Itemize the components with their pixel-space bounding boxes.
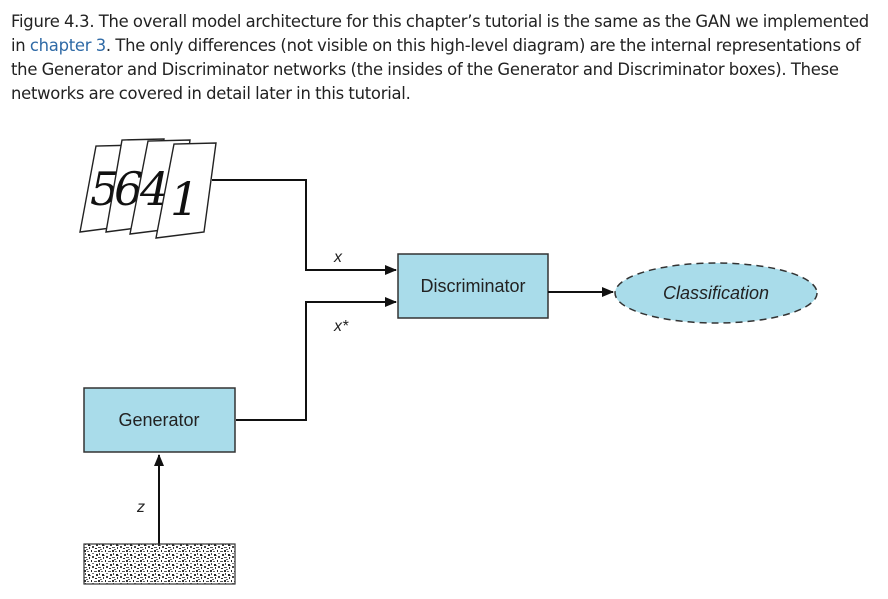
real-images-stack: 5 6 4 1 bbox=[79, 138, 217, 239]
fake-data-connector bbox=[236, 297, 397, 421]
caption-lead: Figure 4.3. The overall model architectu… bbox=[11, 12, 869, 55]
classification-oval: Classification bbox=[614, 262, 818, 324]
discriminator-box: Discriminator bbox=[397, 253, 549, 319]
caption-tail: . The only differences (not visible on t… bbox=[11, 36, 861, 103]
figure-caption: Figure 4.3. The overall model architectu… bbox=[11, 10, 881, 106]
digit-1: 1 bbox=[170, 172, 199, 226]
chapter-link[interactable]: chapter 3 bbox=[29, 36, 106, 55]
generator-box: Generator bbox=[83, 387, 236, 453]
digit-card-4: 1 bbox=[155, 142, 217, 239]
generator-label: Generator bbox=[118, 410, 199, 430]
random-noise-box bbox=[83, 543, 236, 585]
discriminator-label: Discriminator bbox=[420, 276, 525, 296]
real-data-connector bbox=[212, 179, 397, 275]
noise-label: z bbox=[136, 499, 145, 516]
classification-label: Classification bbox=[663, 283, 769, 303]
fake-input-label: x* bbox=[333, 318, 349, 335]
real-input-label: x bbox=[333, 249, 343, 266]
